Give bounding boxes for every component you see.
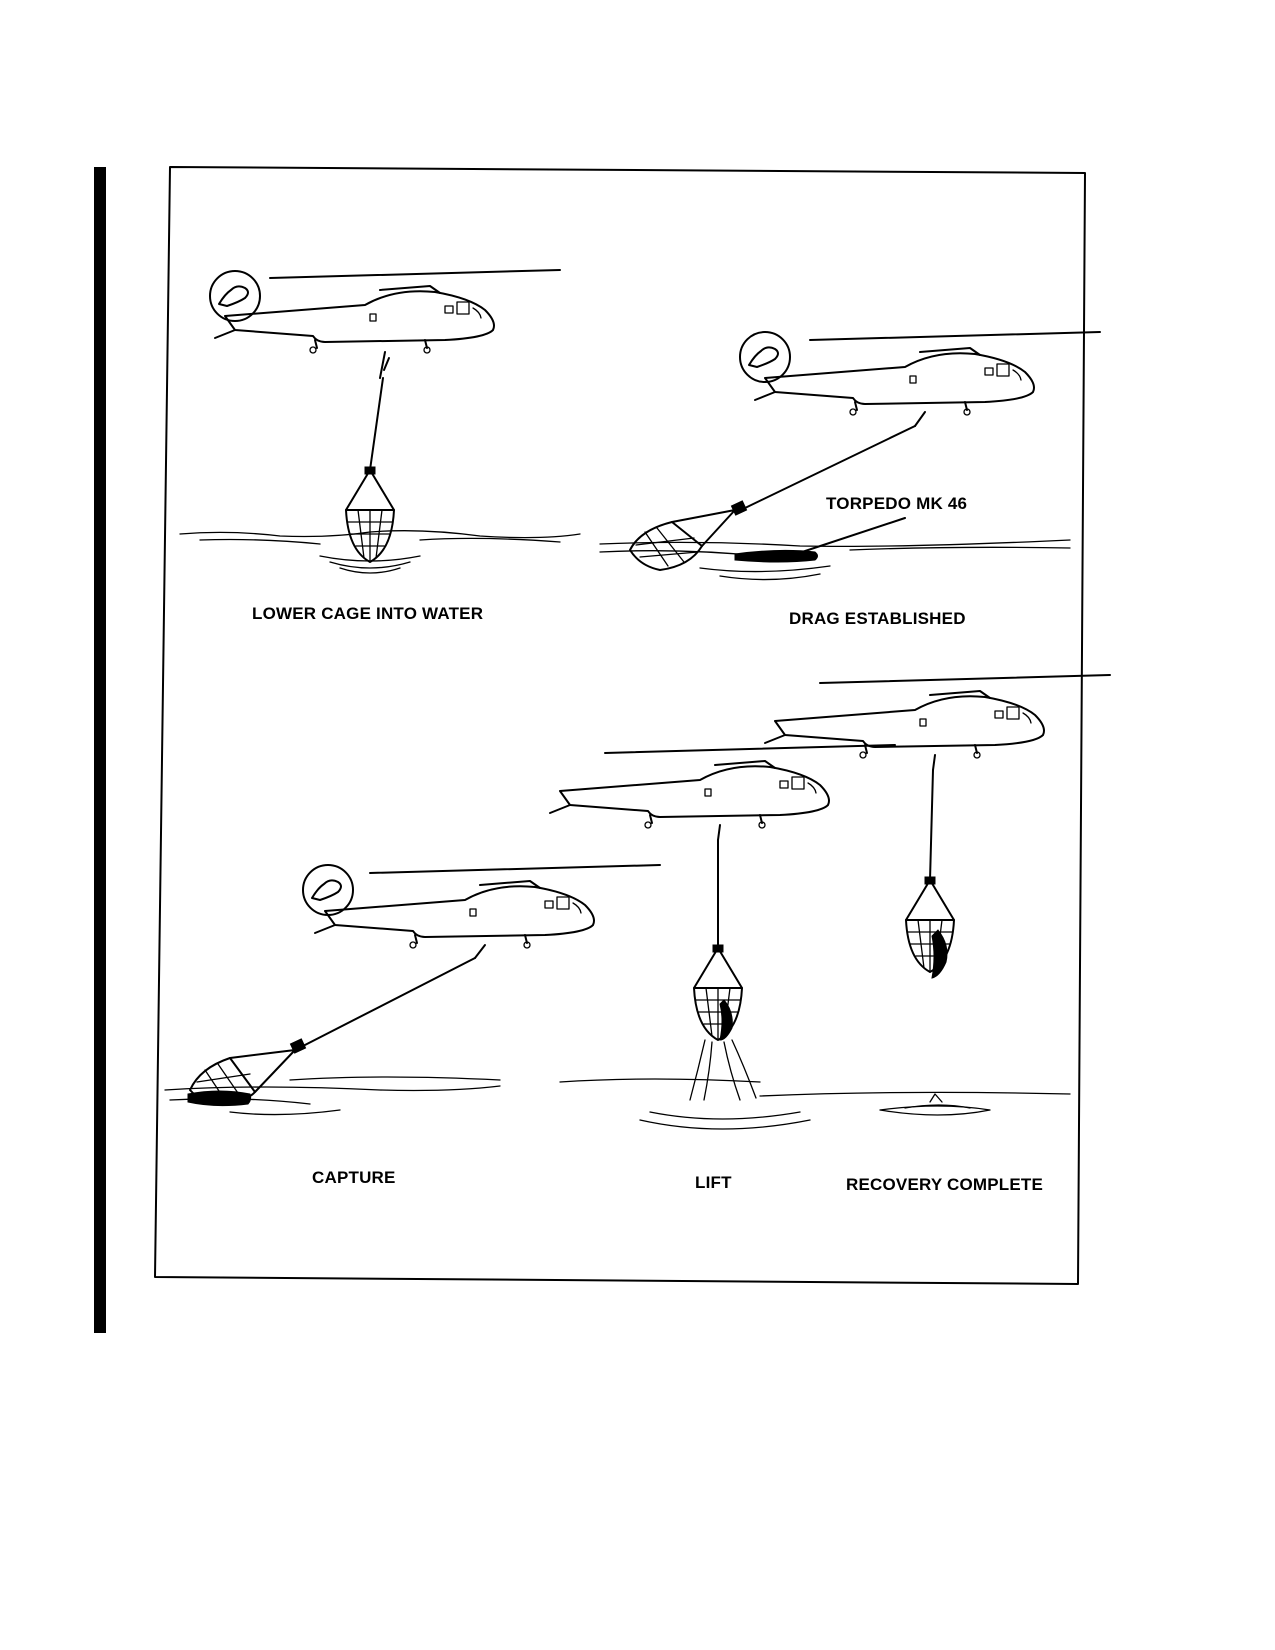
caption-capture: CAPTURE: [312, 1168, 396, 1187]
panel-drag-established: [599, 331, 1101, 581]
caption-recovery-complete: RECOVERY COMPLETE: [846, 1175, 1044, 1194]
panel-lift: [549, 744, 1071, 1130]
panel-recovery-complete: [764, 674, 1111, 1116]
callout-torpedo: TORPEDO MK 46: [826, 494, 968, 513]
change-bar: [94, 167, 106, 1333]
caption-drag-established: DRAG ESTABLISHED: [789, 609, 966, 628]
panel-capture: [164, 864, 661, 1116]
caption-lift: LIFT: [695, 1173, 732, 1192]
caption-lower-cage: LOWER CAGE INTO WATER: [252, 604, 484, 623]
panel-lower-cage: [179, 269, 581, 574]
